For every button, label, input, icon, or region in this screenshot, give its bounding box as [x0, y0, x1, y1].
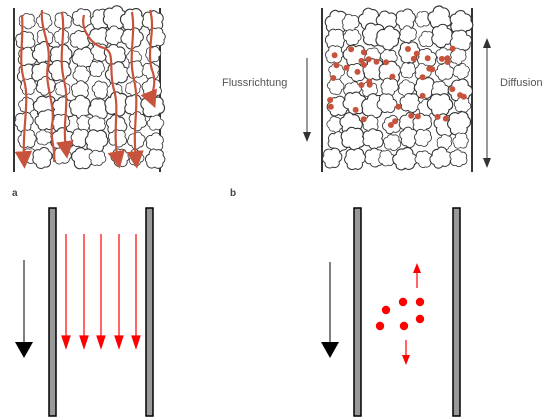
solute-dot: [424, 55, 431, 62]
flow-path: [126, 11, 144, 169]
porous-particle: [449, 149, 468, 168]
channel-right-wall: [452, 207, 461, 417]
porous-particle: [17, 128, 38, 149]
flow-direction-arrow-icon: [303, 58, 311, 142]
solute-dot: [331, 52, 338, 59]
solute-dot: [414, 113, 421, 120]
porous-particle: [145, 27, 167, 48]
flow-direction-label: Flussrichtung: [222, 77, 287, 89]
solute-dot: [444, 59, 451, 65]
porous-particle: [19, 78, 37, 95]
panel-a-porous-column: [13, 3, 167, 173]
panel-a-letter: a: [12, 188, 18, 199]
flow-arrow-icon: [15, 260, 33, 358]
solute-dot: [392, 118, 399, 125]
bottom-right-schematic: [321, 207, 461, 417]
solute-dot: [387, 122, 394, 128]
porous-particle: [344, 147, 367, 171]
solute-dot: [373, 58, 380, 65]
channel-left-wall: [48, 207, 57, 417]
solute-dot: [352, 106, 359, 113]
red-flow-lines: [61, 234, 141, 350]
diffusion-up-arrow-icon: [413, 263, 421, 288]
solute-dot: [395, 103, 402, 110]
diffusion-down-arrow-icon: [402, 340, 410, 365]
diffusion-label: Diffusion: [500, 77, 543, 89]
panel-a-particles: [13, 3, 167, 173]
solute-dot: [366, 78, 373, 85]
porous-particle: [143, 147, 167, 171]
porous-particle: [144, 45, 162, 63]
solute-dot: [354, 68, 361, 75]
solute-dot: [360, 49, 367, 56]
solute-dot: [327, 97, 334, 103]
porous-particle: [361, 127, 385, 151]
solute-dot: [413, 50, 420, 57]
solute-dot: [365, 56, 372, 63]
panel-b-letter: b: [230, 188, 236, 199]
flow-path: [140, 9, 157, 109]
solute-dot: [348, 46, 355, 53]
solute-dot: [449, 45, 456, 52]
solute-dot: [419, 92, 426, 99]
porous-particle: [124, 128, 149, 153]
diffusion-double-arrow-icon: [483, 38, 491, 168]
particle: [381, 305, 391, 315]
flow-arrow-icon: [321, 262, 339, 358]
solute-dot: [438, 55, 445, 62]
solute-dot: [449, 86, 456, 93]
particle: [398, 297, 408, 307]
porous-particle: [398, 61, 418, 80]
diffusing-particles: [375, 297, 425, 331]
solute-dot: [330, 75, 337, 81]
panel-b-porous-column: [321, 1, 478, 176]
porous-particle: [54, 80, 71, 97]
solute-dot: [327, 103, 334, 110]
solute-dot: [434, 113, 441, 120]
solute-dot: [410, 55, 417, 62]
flow-path: [40, 9, 56, 163]
solute-dot: [360, 116, 367, 123]
solute-dot: [457, 92, 464, 99]
solute-dot: [419, 74, 426, 81]
solute-dot: [429, 66, 436, 73]
porous-particle: [35, 128, 53, 146]
channel-left-wall: [353, 207, 362, 417]
solute-dot: [389, 73, 396, 80]
particle: [415, 297, 425, 307]
flow-path: [56, 11, 74, 159]
particle: [399, 321, 409, 331]
porous-particle: [321, 147, 343, 169]
solute-dot: [333, 62, 340, 69]
bottom-left-schematic: [15, 207, 154, 417]
solute-dot: [358, 82, 365, 88]
solute-dot: [343, 64, 350, 71]
porous-particle: [71, 7, 94, 30]
channel-right-wall: [145, 207, 154, 417]
solute-dot: [442, 115, 449, 122]
solute-dot: [405, 46, 411, 52]
particle: [375, 321, 385, 331]
solute-dot: [358, 57, 365, 64]
solute-dot: [408, 112, 415, 119]
porous-particle: [446, 111, 472, 136]
flow-path: [14, 14, 33, 169]
solute-dot: [383, 59, 390, 66]
flow-path: [82, 14, 125, 169]
porous-particle: [125, 59, 146, 80]
particle: [415, 314, 425, 324]
panel-a-flow-paths: [14, 9, 157, 169]
panel-b-solute-band: [327, 45, 467, 128]
